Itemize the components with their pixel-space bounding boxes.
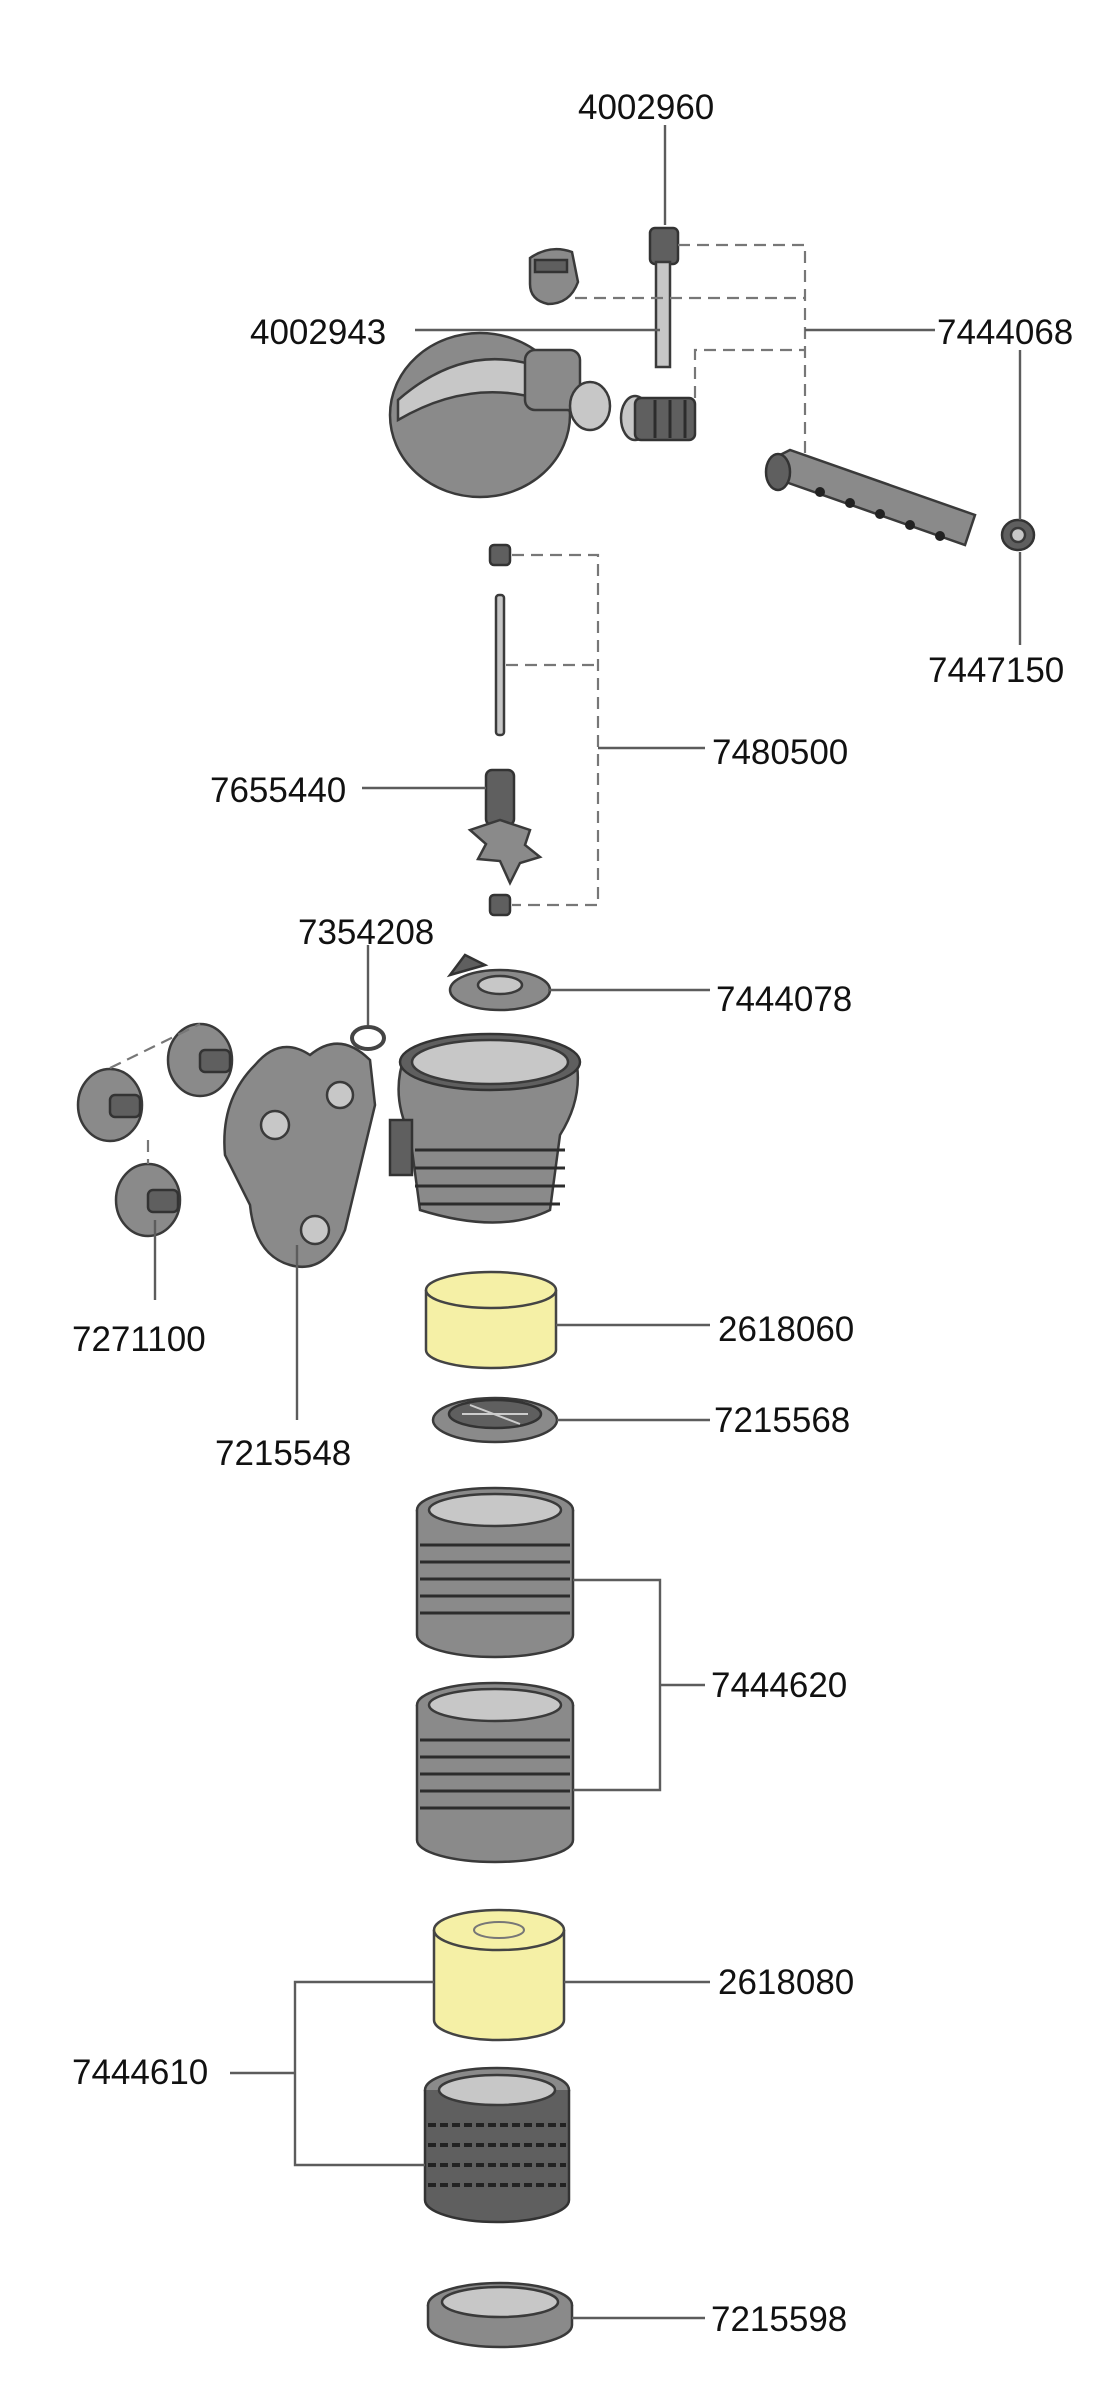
part-number-2618060: 2618060 — [718, 1310, 855, 1349]
pump-head-sphere — [388, 331, 612, 499]
group-7480500-dashed-lines — [506, 553, 600, 907]
impeller-part — [467, 768, 543, 886]
mounting-bracket-part — [223, 1042, 377, 1268]
part-number-7215548: 7215548 — [215, 1434, 352, 1473]
part-number-4002943: 4002943 — [250, 313, 387, 352]
filter-housing-part — [388, 1032, 582, 1224]
end-cap-part — [1000, 518, 1036, 552]
suction-cup-group — [76, 1022, 234, 1238]
part-number-7444610: 7444610 — [72, 2053, 209, 2092]
part-number-7444620: 7444620 — [711, 1666, 848, 1705]
part-number-7271100: 7271100 — [72, 1320, 206, 1359]
impeller-shaft-part — [494, 593, 506, 737]
bottom-cap-part — [426, 2281, 574, 2349]
outlet-connector-part — [619, 394, 697, 442]
rotor-cover-part — [446, 953, 552, 1012]
part-number-7447150: 7447150 — [928, 651, 1065, 690]
small-nozzle-part — [528, 247, 580, 306]
filter-cage-part — [423, 2066, 571, 2224]
sponge-large-part — [432, 1908, 566, 2042]
part-number-7215568: 7215568 — [714, 1401, 851, 1440]
o-ring-part — [350, 1025, 386, 1051]
filter-cartridge-upper-part — [415, 1486, 575, 1659]
spray-bar-part — [764, 448, 977, 547]
part-number-4002960: 4002960 — [578, 88, 715, 127]
leader-lines — [153, 125, 1022, 2320]
filter-grid-part — [431, 1396, 559, 1444]
group-7444068-dashed-lines — [575, 243, 807, 455]
part-number-7480500: 7480500 — [712, 733, 849, 772]
part-number-7444068: 7444068 — [937, 313, 1074, 352]
sponge-small-part — [424, 1270, 558, 1370]
part-number-7215598: 7215598 — [711, 2300, 848, 2339]
bearing-bottom-part — [488, 893, 512, 917]
bearing-top-part — [488, 543, 512, 567]
part-number-2618080: 2618080 — [718, 1963, 855, 2002]
part-number-7655440: 7655440 — [210, 771, 347, 810]
filter-cartridge-lower-part — [415, 1681, 575, 1864]
outlet-valve-part — [648, 226, 680, 369]
part-number-7444078: 7444078 — [716, 980, 853, 1019]
part-number-7354208: 7354208 — [298, 913, 435, 952]
